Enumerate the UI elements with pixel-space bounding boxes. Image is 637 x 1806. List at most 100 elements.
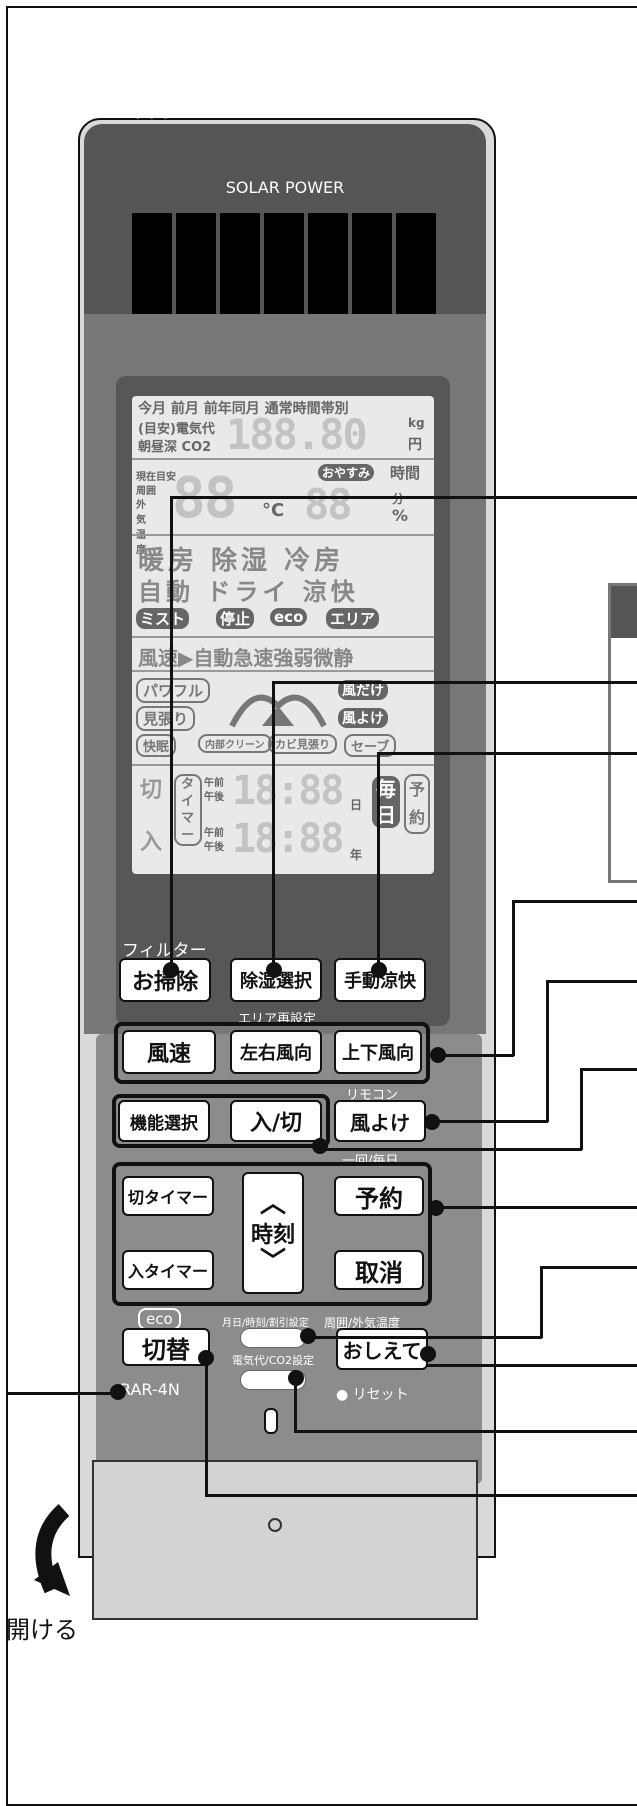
lcd-cost-number: 188.80 [226,410,368,459]
lcd-oyasumi-badge: おやすみ [318,464,375,481]
lcd-display: 今月 前月 前年同月 通常時間帯別 (目安)電気代 朝昼深 CO2 188.80… [132,396,434,874]
electricity-co2-label: 電気代/CO2設定 [232,1354,315,1367]
reserve-button[interactable]: 予約 [334,1176,424,1216]
callout-dot [371,962,387,978]
callout-line-2 [272,681,637,684]
filter-label: フィルター [122,941,207,961]
fan-direction-group [114,1022,430,1084]
lcd-everyday-badge: 毎日 [372,776,400,828]
lcd-day-unit: 日 [350,798,363,812]
callout-line-1-v [170,496,173,968]
callout-line-9 [426,1364,637,1367]
lcd-miharu-label: 見張り [136,706,196,731]
oshiete-button[interactable]: おしえて [336,1328,428,1370]
callout-dot [428,1200,444,1216]
off-timer-button[interactable]: 切タイマー [122,1176,214,1216]
callout-line-3-v [377,752,380,969]
fan-speed-button[interactable]: 風速 [122,1030,216,1074]
lcd-time-label: 時間 [390,464,421,482]
lcd-kaimin-label: 快眠 [136,734,177,757]
lcd-unit-percent: % [392,506,409,525]
callout-line-6-v [580,1068,583,1150]
lcd-am-bottom: 午前 [204,828,224,839]
callout-dot [110,1384,126,1400]
callout-dot [424,1114,440,1130]
lcd-pm-bottom: 午後 [204,842,224,853]
reset-hole[interactable] [264,1408,278,1434]
callout-dot [300,1328,316,1344]
callout-line-6-h [318,1148,582,1151]
function-select-button[interactable]: 機能選択 [118,1100,210,1142]
cancel-button[interactable]: 取消 [334,1250,424,1290]
function-power-group [112,1094,330,1148]
clock-adjust-button[interactable]: ︿ 時刻 ﹀ [242,1172,304,1294]
side-reference-bar [611,586,637,638]
power-toggle-button[interactable]: 入/切 [230,1100,322,1142]
callout-dot [430,1047,446,1063]
date-time-discount-label: 月日/時刻/割引設定 [222,1318,309,1329]
lcd-timer-digits-top: 18:88 [232,768,344,814]
callout-line-10-v [294,1376,297,1432]
callout-line-5-v [546,980,549,1122]
lcd-am-top: 午前 [204,778,224,789]
on-timer-button[interactable]: 入タイマー [122,1250,214,1290]
callout-line-8 [540,1266,637,1269]
callout-line-11-v [205,1358,208,1496]
model-label: RAR-4N [120,1380,180,1399]
callout-dot [420,1346,436,1362]
callout-line-3 [377,752,637,755]
lcd-current-label: 現在目安 [136,472,176,483]
reset-label: ● リセット [336,1387,409,1403]
open-arrow-icon [34,1504,70,1596]
lcd-kaze-yoke-badge: 風よけ [338,708,388,728]
solar-power-label: SOLAR POWER [225,178,345,197]
lcd-unit-yen: 円 [408,437,422,453]
lcd-unit-celsius: °C [262,500,285,521]
chevron-up-icon[interactable]: ︿ [259,1189,286,1219]
lcd-timer-on: 入 [140,830,163,855]
lcd-timer-digits-bottom: 18:88 [232,816,344,862]
callout-line-6 [580,1068,637,1071]
switch-button[interactable]: 切替 [122,1328,210,1366]
callout-dot [266,962,282,978]
callout-line-8-v [540,1266,543,1338]
horizontal-louver-button[interactable]: 左右風向 [230,1030,322,1074]
lcd-year-unit: 年 [350,848,363,862]
vertical-louver-button[interactable]: 上下風向 [334,1030,422,1074]
lcd-divider [132,636,434,638]
kazeyoke-button[interactable]: 風よけ [334,1100,426,1142]
lcd-eco-badge: eco [270,608,308,626]
timer-group [112,1162,432,1306]
lcd-reservation-label: 予約 [404,774,430,834]
lcd-save-label: セーブ [344,734,397,757]
lcd-divider [132,670,434,672]
date-time-set-button[interactable] [240,1328,306,1348]
callout-dot [312,1138,328,1154]
callout-line-2-v [272,681,275,969]
lcd-mist-badge: ミスト [136,608,190,629]
lcd-unit-min: 分 [392,492,405,506]
callout-line-model [8,1392,112,1395]
indicator-dots: ••• [132,104,174,128]
callout-dot [198,1350,214,1366]
callout-line-11 [205,1494,637,1497]
lcd-powerful-label: パワフル [136,678,211,703]
lcd-ambient-label: 周囲 [136,486,156,497]
callout-line-4-h [436,1054,514,1057]
lcd-fan-speed-row: 風速▶自動急速強弱微静 [138,646,354,670]
callout-line-5-h [430,1120,548,1123]
lcd-timer-off: 切 [140,778,163,803]
lcd-divider [132,764,434,766]
cover-screw [268,1518,282,1532]
callout-line-5 [546,980,637,983]
remocon-label: リモコン [346,1088,399,1103]
lcd-mode-row-2: 自動 ドライ 涼快 [138,578,359,606]
callout-line-1 [170,496,637,499]
lcd-divider [132,534,434,536]
callout-line-10 [294,1430,637,1433]
lcd-timer-label: タイマー [174,774,202,846]
lcd-area-badge: エリア [326,608,380,629]
lcd-period-row: 今月 前月 前年同月 通常時間帯別 [138,401,349,417]
battery-cover[interactable] [92,1460,478,1620]
chevron-down-icon[interactable]: ﹀ [259,1247,286,1277]
